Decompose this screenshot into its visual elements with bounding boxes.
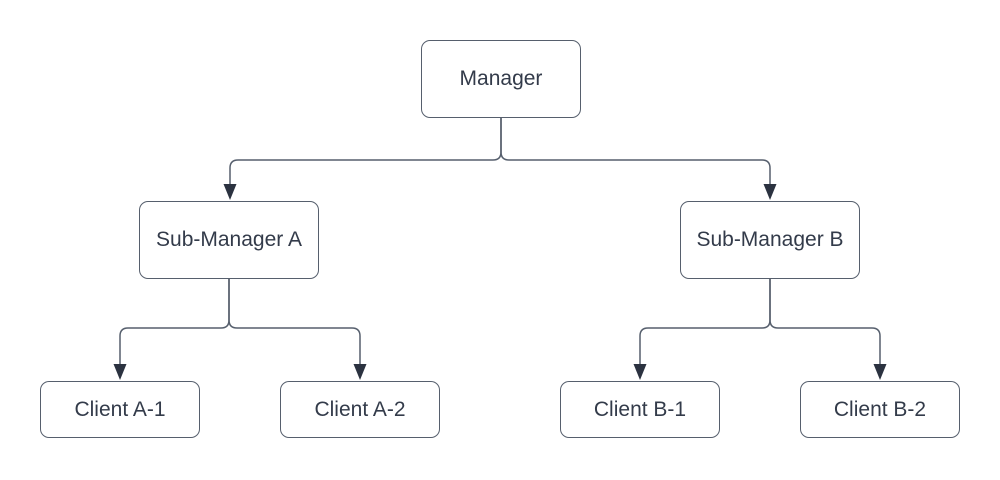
node-client-b2: Client B-2 [800, 381, 960, 438]
node-label: Client A-2 [314, 397, 406, 421]
connector-sub-manager-b-to-client-b1 [639, 279, 771, 366]
node-sub-manager-a: Sub-Manager A [139, 201, 319, 279]
node-label: Manager [459, 67, 543, 91]
node-label: Client A-1 [74, 397, 166, 421]
arrowhead [633, 364, 647, 380]
node-client-a1: Client A-1 [40, 381, 200, 438]
arrowhead [353, 364, 367, 380]
connector-sub-manager-a-to-client-a1 [119, 279, 230, 366]
arrowhead [113, 364, 127, 380]
connector-sub-manager-a-to-client-a2 [228, 279, 361, 366]
connector-manager-to-sub-manager-a [229, 118, 502, 186]
connector-sub-manager-b-to-client-b2 [769, 279, 881, 366]
node-sub-manager-b: Sub-Manager B [680, 201, 860, 279]
node-client-a2: Client A-2 [280, 381, 440, 438]
node-label: Client B-2 [833, 397, 927, 421]
arrowhead [763, 184, 777, 200]
node-label: Sub-Manager B [696, 228, 844, 252]
node-label: Sub-Manager A [156, 228, 302, 252]
node-client-b1: Client B-1 [560, 381, 720, 438]
arrowhead [223, 184, 237, 200]
connector-manager-to-sub-manager-b [500, 118, 771, 186]
node-manager: Manager [421, 40, 581, 118]
arrowhead [873, 364, 887, 380]
node-label: Client B-1 [593, 397, 687, 421]
